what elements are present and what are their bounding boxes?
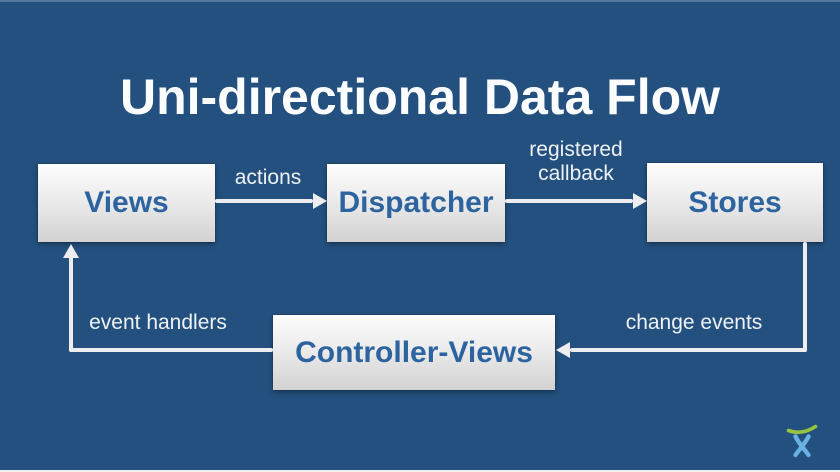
arrow-event-handlers-vertical-shaft (69, 256, 73, 352)
page-title: Uni-directional Data Flow (119, 68, 721, 125)
node-views: Views (38, 164, 215, 242)
top-edge-line (0, 0, 840, 2)
edge-label-change-events: change events (625, 311, 763, 334)
logo-figure-right-stroke (793, 434, 811, 458)
arrow-change-events-vertical-shaft (803, 242, 807, 352)
arrow-registered-callback-shaft (505, 199, 633, 203)
node-controller-views: Controller-Views (273, 315, 555, 390)
arrow-event-handlers-head-icon (63, 244, 79, 258)
bottom-edge-line (0, 470, 840, 472)
node-stores: Stores (647, 163, 823, 242)
arrow-change-events-horizontal-shaft (570, 348, 807, 352)
logo-arc-shape (786, 424, 818, 435)
edge-label-registered-line1: registered (529, 138, 623, 161)
edge-label-event-handlers: event handlers (89, 311, 227, 334)
arrow-event-handlers-horizontal-shaft (69, 348, 273, 352)
edge-label-actions: actions (234, 166, 302, 189)
arrow-change-events-head-icon (556, 342, 570, 358)
atlassian-logo-icon (786, 424, 818, 458)
edge-label-registered-callback: registered callback (501, 138, 651, 186)
arrow-actions-shaft (215, 199, 313, 203)
arrow-actions-head-icon (313, 193, 327, 209)
arrow-registered-callback-head-icon (633, 193, 647, 209)
edge-label-registered-line2: callback (538, 162, 614, 185)
node-dispatcher: Dispatcher (327, 164, 505, 242)
